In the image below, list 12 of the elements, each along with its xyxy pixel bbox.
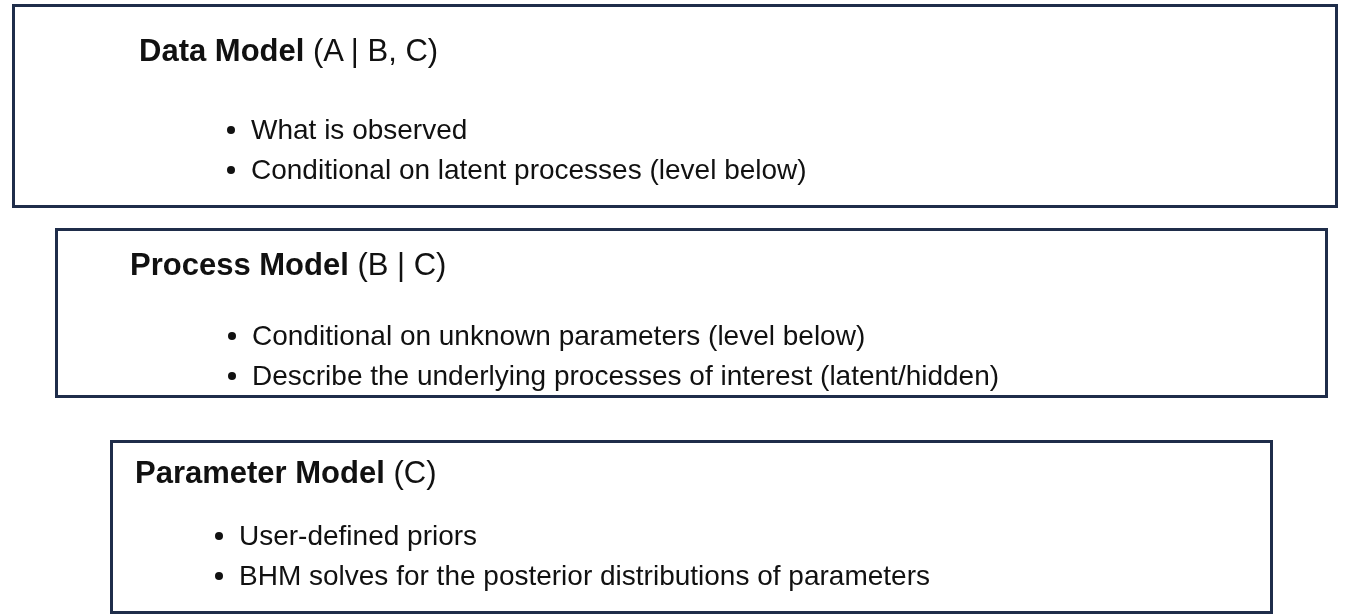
model-box: [12, 4, 1338, 208]
bullet-text: What is observed: [251, 113, 468, 147]
model-heading: Data Model (A | B, C): [139, 33, 439, 69]
model-heading: Parameter Model (C): [135, 455, 437, 491]
bullet-text: Conditional on unknown parameters (level below): [252, 319, 866, 353]
bullet-text: User-defined priors: [239, 519, 478, 553]
model-box: [55, 228, 1328, 398]
bullet-text: Conditional on latent processes (level below): [251, 153, 807, 187]
bullet-text: Describe the underlying processes of interest (latent/hidden): [252, 359, 1000, 393]
bullet-text: BHM solves for the posterior distributions of parameters: [239, 559, 930, 593]
model-heading: Process Model (B | C): [130, 247, 447, 283]
model-box: [110, 440, 1273, 614]
